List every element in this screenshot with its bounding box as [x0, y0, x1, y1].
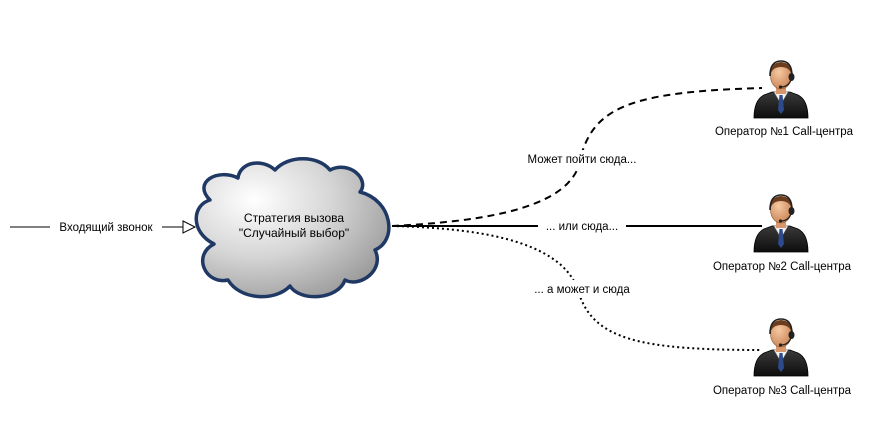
route-label-1: Может пойти сюда...	[528, 154, 637, 166]
operator-headset-icon	[753, 60, 809, 119]
operator-2-label: Оператор №2 Call-центра	[713, 261, 852, 273]
route-labels: Может пойти сюда... ... или сюда... ... …	[520, 150, 644, 298]
operator-headset-icon	[753, 194, 809, 253]
strategy-title: Стратегия вызова	[244, 211, 344, 225]
operator-2: Оператор №2 Call-центра	[713, 194, 852, 273]
route-line-dashed	[391, 87, 763, 227]
operator-headset-icon	[753, 318, 809, 377]
incoming-call-label: Входящий звонок	[59, 222, 153, 234]
route-label-3: ... а может и сюда	[534, 284, 630, 296]
operator-3-label: Оператор №3 Call-центра	[713, 385, 852, 397]
operator-1: Оператор №1 Call-центра	[715, 60, 854, 138]
incoming-call-connector: Входящий звонок	[10, 218, 197, 236]
strategy-name: "Случайный выбор"	[239, 226, 349, 240]
operator-3: Оператор №3 Call-центра	[713, 318, 852, 397]
arrowhead-icon	[182, 220, 197, 234]
route-label-2: ... или сюда...	[546, 221, 618, 233]
operator-1-label: Оператор №1 Call-центра	[715, 126, 854, 138]
strategy-cloud: Стратегия вызова "Случайный выбор"	[194, 157, 391, 299]
